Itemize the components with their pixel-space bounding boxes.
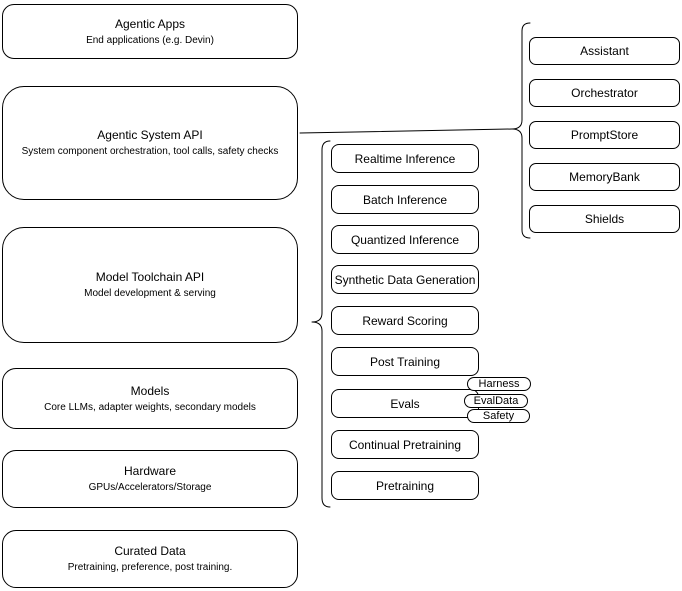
toolchain-item-label: Realtime Inference — [354, 151, 456, 166]
layer-curated-data-subtitle: Pretraining, preference, post training. — [67, 562, 233, 573]
evals-tag-evaldata: EvalData — [464, 394, 528, 408]
component-label: PromptStore — [570, 128, 639, 142]
component-label: Orchestrator — [571, 86, 638, 100]
layer-agentic-system-api-subtitle: System component orchestration, tool cal… — [21, 146, 279, 157]
layer-model-toolchain-api-title: Model Toolchain API — [95, 270, 205, 284]
toolchain-item-post-training: Post Training — [331, 347, 479, 376]
system-components-brace — [511, 22, 531, 239]
component-label: Shields — [584, 212, 625, 226]
layer-agentic-system-api: Agentic System API System component orch… — [2, 86, 298, 200]
toolchain-item-label: Evals — [390, 396, 420, 411]
evals-tag-harness: Harness — [467, 377, 531, 391]
toolchain-brace — [311, 140, 331, 508]
component-shields: Shields — [529, 205, 680, 233]
toolchain-item-reward-scoring: Reward Scoring — [331, 306, 479, 335]
layer-agentic-apps: Agentic Apps End applications (e.g. Devi… — [2, 4, 298, 59]
layer-hardware-title: Hardware — [123, 464, 177, 478]
layer-agentic-system-api-title: Agentic System API — [97, 128, 203, 142]
system-api-to-components-connector — [299, 128, 513, 134]
component-label: MemoryBank — [569, 170, 640, 184]
toolchain-item-label: Quantized Inference — [350, 232, 460, 247]
layer-models-subtitle: Core LLMs, adapter weights, secondary mo… — [44, 401, 256, 413]
evals-tag-safety: Safety — [467, 409, 530, 423]
layer-agentic-apps-subtitle: End applications (e.g. Devin) — [86, 34, 214, 46]
evals-tag-label: Safety — [482, 410, 515, 422]
toolchain-item-label: Pretraining — [375, 478, 435, 493]
toolchain-item-quantized-inference: Quantized Inference — [331, 225, 479, 254]
layer-model-toolchain-api: Model Toolchain API Model development & … — [2, 227, 298, 343]
evals-tag-label: Harness — [478, 378, 520, 390]
layer-hardware-subtitle: GPUs/Accelerators/Storage — [88, 482, 212, 493]
toolchain-item-realtime-inference: Realtime Inference — [331, 144, 479, 173]
toolchain-item-label: Reward Scoring — [362, 313, 448, 328]
layer-model-toolchain-api-subtitle: Model development & serving — [84, 288, 216, 299]
toolchain-item-pretraining: Pretraining — [331, 471, 479, 500]
layer-agentic-apps-title: Agentic Apps — [114, 16, 186, 31]
component-label: Assistant — [580, 44, 629, 58]
layer-curated-data-title: Curated Data — [114, 544, 186, 558]
layer-curated-data: Curated Data Pretraining, preference, po… — [2, 530, 298, 588]
toolchain-item-label: Post Training — [369, 354, 441, 369]
evals-tag-label: EvalData — [473, 395, 519, 407]
layer-hardware: Hardware GPUs/Accelerators/Storage — [2, 450, 298, 508]
layer-models-title: Models — [130, 383, 170, 398]
component-orchestrator: Orchestrator — [529, 79, 680, 107]
toolchain-item-continual-pretraining: Continual Pretraining — [331, 430, 479, 459]
component-memorybank: MemoryBank — [529, 163, 680, 191]
component-assistant: Assistant — [529, 37, 680, 65]
toolchain-item-label: Synthetic Data Generation — [334, 272, 476, 287]
toolchain-item-synthetic-data-generation: Synthetic Data Generation — [331, 265, 479, 294]
toolchain-item-label: Batch Inference — [362, 192, 448, 207]
layer-models: Models Core LLMs, adapter weights, secon… — [2, 368, 298, 429]
toolchain-item-label: Continual Pretraining — [348, 437, 462, 452]
toolchain-item-evals: Evals — [331, 389, 479, 418]
component-promptstore: PromptStore — [529, 121, 680, 149]
toolchain-item-batch-inference: Batch Inference — [331, 185, 479, 214]
